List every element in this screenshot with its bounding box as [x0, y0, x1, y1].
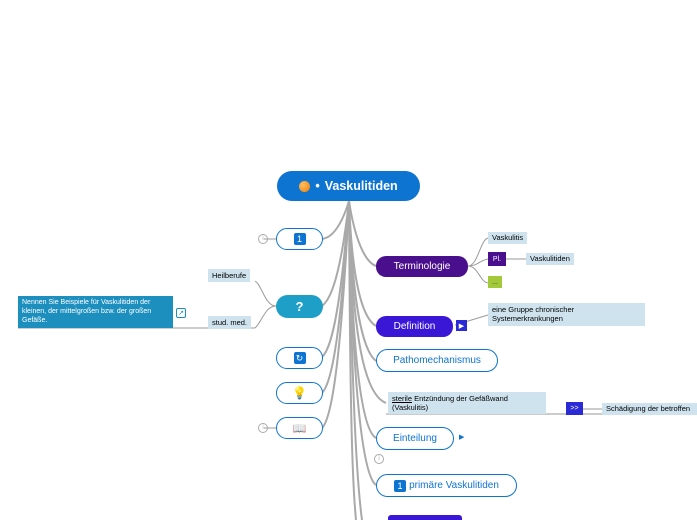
- node-entzuendung-underlined: sterile: [392, 394, 413, 403]
- number-one-icon: 1: [293, 233, 306, 245]
- info-icon[interactable]: i: [258, 234, 268, 244]
- topic-number-one[interactable]: 1: [276, 228, 323, 250]
- refresh-icon: ↻: [293, 352, 306, 364]
- central-topic-bullet: •: [315, 179, 320, 193]
- node-arrow-tag[interactable]: >>: [566, 402, 583, 415]
- node-plural-tag[interactable]: Pl.: [488, 252, 506, 266]
- node-entzuendung-text: Entzündung der Gefäßwand (Vaskulitis): [392, 394, 508, 413]
- tag-stud-med: stud. med.: [208, 316, 252, 329]
- node-schaedigung[interactable]: Schädigung der betroffen: [602, 403, 697, 415]
- topic-definition-label: Definition: [393, 321, 436, 332]
- topic-terminologie[interactable]: Terminologie: [376, 256, 468, 277]
- question-text-node[interactable]: Nennen Sie Beispiele für Vaskulitiden de…: [18, 296, 173, 328]
- node-vaskulitiden[interactable]: Vaskulitiden: [526, 253, 574, 265]
- info-icon[interactable]: i: [374, 454, 384, 464]
- info-icon[interactable]: i: [258, 423, 268, 433]
- central-topic-label: Vaskulitiden: [324, 179, 398, 193]
- node-definition-text-label: eine Gruppe chronischer Systemerkrankung…: [492, 305, 575, 324]
- topic-pathomechanismus[interactable]: Pathomechanismus: [376, 349, 498, 372]
- node-vaskulitiden-label: Vaskulitiden: [530, 254, 570, 264]
- expand-arrow-icon[interactable]: ▶: [459, 434, 465, 441]
- tag-heilberufe: Heilberufe: [208, 269, 251, 282]
- node-arrow-tag-label: >>: [570, 405, 579, 412]
- question-text: Nennen Sie Beispiele für Vaskulitiden de…: [22, 299, 152, 324]
- central-topic[interactable]: • Vaskulitiden: [277, 171, 420, 201]
- topic-primaere-vaskulitiden[interactable]: 1 primäre Vaskulitiden: [376, 474, 517, 497]
- topic-idea[interactable]: 💡: [276, 382, 323, 404]
- node-plural-tag-label: Pl.: [492, 255, 502, 263]
- node-vaskulitis-label: Vaskulitis: [492, 233, 524, 243]
- question-mark-label: ?: [295, 299, 304, 314]
- node-vaskulitis[interactable]: Vaskulitis: [488, 232, 528, 244]
- topic-primaere-label: primäre Vaskulitiden: [409, 480, 499, 491]
- orange-dot-icon: [299, 180, 311, 192]
- node-definition-text[interactable]: eine Gruppe chronischer Systemerkrankung…: [488, 303, 645, 326]
- topic-question[interactable]: ?: [276, 295, 323, 318]
- topic-refresh[interactable]: ↻: [276, 347, 323, 369]
- node-more-label: ...: [492, 278, 498, 286]
- topic-book[interactable]: 📖: [276, 417, 323, 439]
- external-link-icon[interactable]: ↗: [176, 308, 186, 318]
- book-icon: 📖: [292, 422, 307, 435]
- topic-cut-off[interactable]: [388, 515, 462, 520]
- topic-pathomechanismus-label: Pathomechanismus: [393, 355, 481, 366]
- topic-definition[interactable]: Definition: [376, 316, 453, 337]
- node-more[interactable]: ...: [488, 276, 502, 288]
- lightbulb-icon: 💡: [292, 386, 307, 400]
- node-entzuendung[interactable]: sterile Entzündung der Gefäßwand (Vaskul…: [388, 392, 546, 414]
- topic-einteilung-label: Einteilung: [393, 433, 437, 444]
- play-icon[interactable]: ▶: [456, 320, 467, 331]
- tag-stud-med-label: stud. med.: [212, 317, 248, 327]
- tag-heilberufe-label: Heilberufe: [212, 270, 247, 280]
- topic-terminologie-label: Terminologie: [393, 261, 451, 272]
- topic-einteilung[interactable]: Einteilung: [376, 427, 454, 450]
- node-schaedigung-label: Schädigung der betroffen: [606, 404, 691, 414]
- number-one-icon: 1: [394, 479, 407, 492]
